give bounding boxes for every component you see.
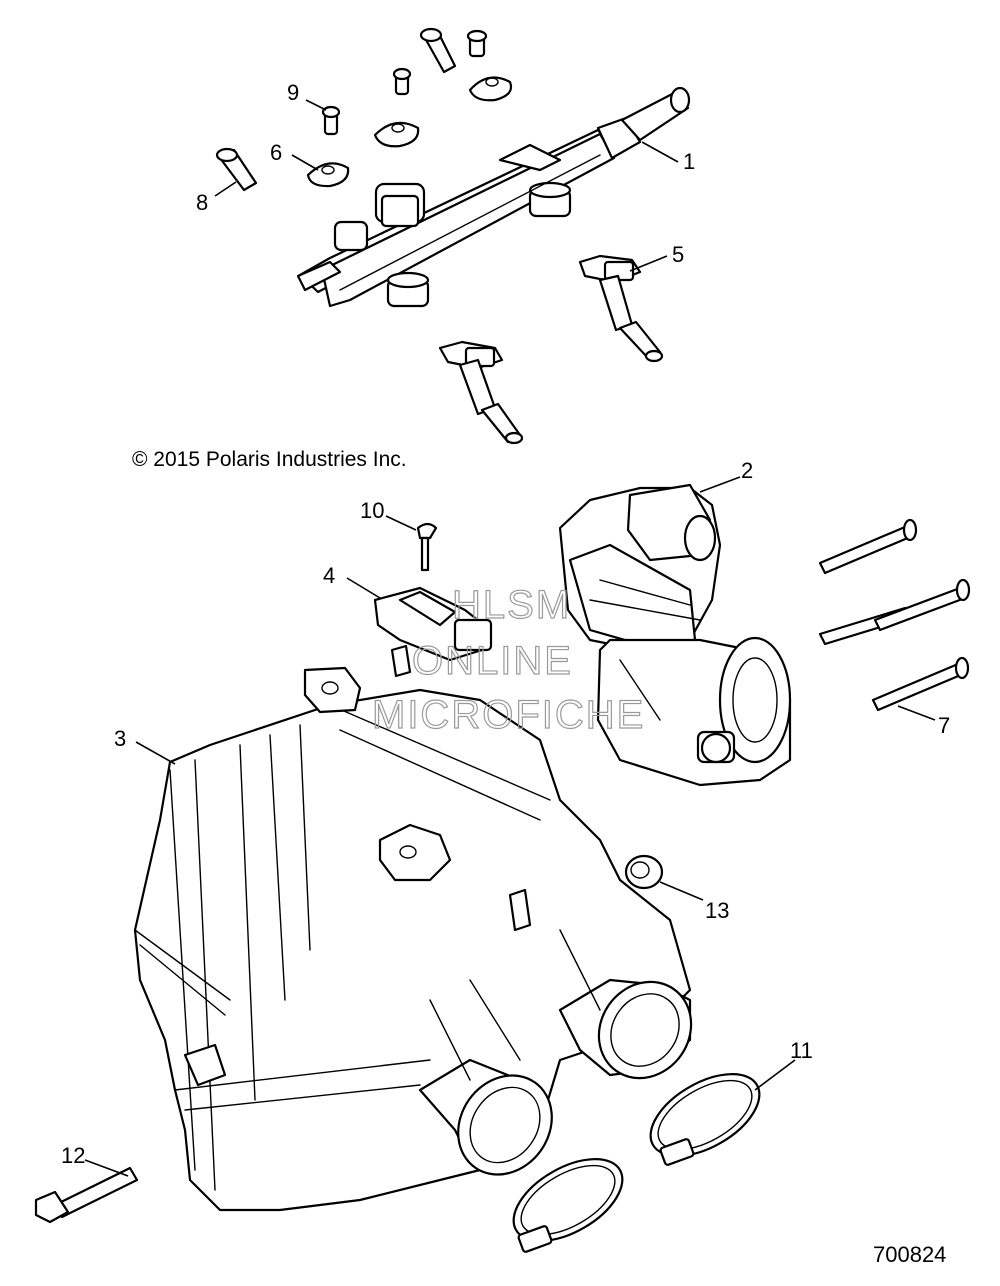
map-sensor-part <box>373 522 493 678</box>
callout-11: 11 <box>790 1038 813 1063</box>
throttle-body-part <box>558 483 792 787</box>
copyright-notice: © 2015 Polaris Industries Inc. <box>132 448 407 471</box>
watermark-line-3: MICROFICHE <box>372 693 645 737</box>
callout-13: 13 <box>705 898 729 923</box>
callout-9: 9 <box>287 80 299 105</box>
callout-2: 2 <box>741 458 753 483</box>
callout-1: 1 <box>683 149 695 174</box>
fastener-group-top <box>215 27 513 192</box>
callout-6: 6 <box>270 140 282 165</box>
callout-5: 5 <box>672 242 684 267</box>
hose-clamps-part <box>512 1073 761 1253</box>
fuel-rail-part <box>296 86 691 308</box>
watermark-line-1: HLSM <box>452 583 571 627</box>
intake-manifold-part <box>133 666 693 1212</box>
callout-7: 7 <box>938 713 950 738</box>
callout-12: 12 <box>61 1143 85 1168</box>
document-number: 700824 <box>873 1242 946 1267</box>
fuel-injector-part <box>438 254 664 445</box>
callout-10: 10 <box>360 498 384 523</box>
watermark-line-2: ONLINE <box>412 639 573 683</box>
callout-4: 4 <box>323 563 335 588</box>
callout-3: 3 <box>114 726 126 751</box>
watermark: HLSM ONLINE MICROFICHE <box>371 582 645 737</box>
callout-8: 8 <box>196 190 208 215</box>
grommet-part <box>624 854 664 890</box>
flange-bolt-part <box>34 1166 139 1224</box>
leader-lines <box>84 99 936 1177</box>
throttle-bolts-part <box>818 518 971 712</box>
